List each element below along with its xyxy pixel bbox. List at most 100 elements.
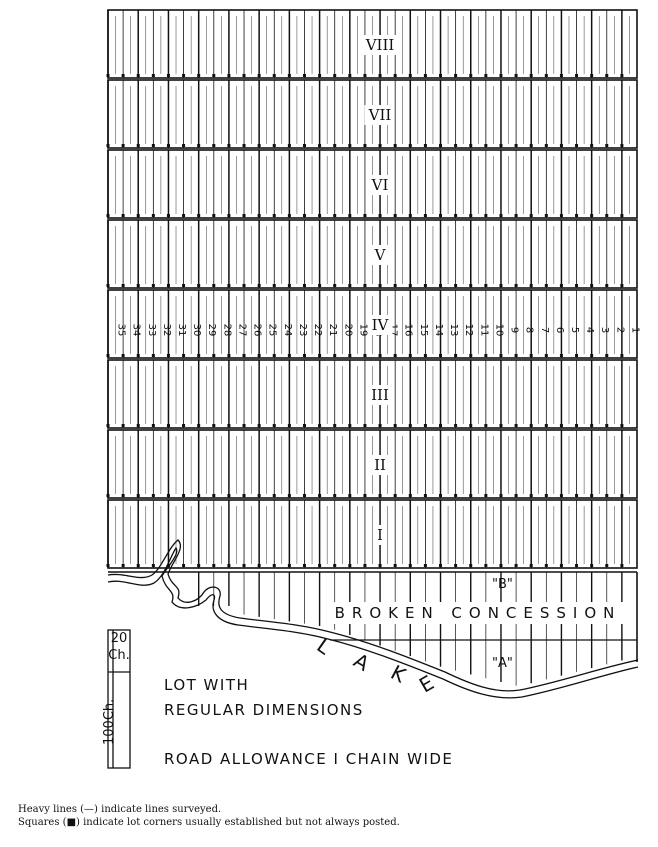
lot-corner-post bbox=[393, 354, 397, 357]
lot-number: 8 bbox=[524, 327, 535, 333]
broken-concession-mark-a: "A" bbox=[492, 656, 513, 671]
lot-corner-post bbox=[544, 494, 548, 497]
lot-corner-post bbox=[544, 564, 548, 567]
lot-corner-post bbox=[590, 74, 594, 77]
concession-band bbox=[106, 9, 638, 79]
lot-corner-post bbox=[227, 144, 231, 147]
lot-corner-post bbox=[575, 144, 579, 147]
scale-20-chains: 20 Ch. bbox=[108, 630, 130, 664]
lot-number-labels: 3534333231302928272625242322212019181716… bbox=[116, 324, 641, 337]
concession-numeral: II bbox=[374, 456, 386, 474]
lot-number: 34 bbox=[131, 324, 142, 337]
lot-corner-post bbox=[454, 564, 458, 567]
lot-corner-post bbox=[182, 564, 186, 567]
broken-concession-backdrop bbox=[330, 602, 626, 624]
lot-corner-post bbox=[302, 494, 306, 497]
lot-corner-post bbox=[242, 214, 246, 217]
lot-corner-post bbox=[106, 424, 110, 427]
lot-corner-post bbox=[363, 494, 367, 497]
lot-corner-post bbox=[121, 284, 125, 287]
lot-corner-post bbox=[559, 74, 563, 77]
lot-corner-post bbox=[454, 284, 458, 287]
lot-corner-post bbox=[197, 284, 201, 287]
lot-corner-post bbox=[590, 424, 594, 427]
lot-corner-post bbox=[166, 284, 170, 287]
lot-corner-post bbox=[348, 144, 352, 147]
lot-number: 29 bbox=[206, 324, 217, 337]
lot-corner-post bbox=[136, 284, 140, 287]
lot-corner-post bbox=[559, 354, 563, 357]
lot-corner-post bbox=[302, 564, 306, 567]
lot-corner-post bbox=[590, 494, 594, 497]
lot-corner-post bbox=[242, 424, 246, 427]
broken-concession-label: BROKEN CONCESSION bbox=[330, 602, 626, 624]
lot-corner-post bbox=[559, 424, 563, 427]
lot-number: 33 bbox=[146, 324, 157, 337]
lot-corner-post bbox=[333, 214, 337, 217]
lot-corner-post bbox=[590, 144, 594, 147]
lot-number: 21 bbox=[327, 324, 338, 337]
lot-corner-post bbox=[287, 214, 291, 217]
lot-corner-post bbox=[197, 214, 201, 217]
lot-corner-post bbox=[121, 564, 125, 567]
lot-corner-post bbox=[529, 74, 533, 77]
lot-corner-post bbox=[348, 74, 352, 77]
lot-corner-post bbox=[318, 564, 322, 567]
lot-corner-post bbox=[272, 424, 276, 427]
lot-corner-post bbox=[575, 564, 579, 567]
lot-corner-post bbox=[559, 144, 563, 147]
lot-corner-post bbox=[106, 564, 110, 567]
lot-corner-post bbox=[121, 424, 125, 427]
map-notes: Heavy lines (—) indicate lines surveyed.… bbox=[18, 803, 400, 829]
lot-corner-post bbox=[423, 284, 427, 287]
lot-corner-post bbox=[378, 564, 382, 567]
lot-corner-post bbox=[544, 284, 548, 287]
scale-bar bbox=[107, 629, 131, 769]
lot-corner-post bbox=[559, 214, 563, 217]
lot-corner-post bbox=[136, 214, 140, 217]
lot-corner-post bbox=[106, 214, 110, 217]
lot-corner-post bbox=[318, 494, 322, 497]
lot-corner-post bbox=[605, 424, 609, 427]
lot-corner-post bbox=[378, 424, 382, 427]
lot-number: 30 bbox=[191, 324, 202, 337]
lot-corner-post bbox=[484, 494, 488, 497]
lot-corner-post bbox=[333, 74, 337, 77]
lot-corner-post bbox=[499, 424, 503, 427]
lot-corner-post bbox=[514, 494, 518, 497]
lot-corner-post bbox=[212, 494, 216, 497]
lot-corner-post bbox=[106, 354, 110, 357]
lot-corner-post bbox=[484, 354, 488, 357]
lot-corner-post bbox=[257, 494, 261, 497]
lot-corner-post bbox=[257, 284, 261, 287]
lot-corner-post bbox=[529, 214, 533, 217]
lot-corner-post bbox=[499, 214, 503, 217]
lot-corner-post bbox=[575, 284, 579, 287]
lot-corner-post bbox=[590, 284, 594, 287]
lot-corner-post bbox=[151, 424, 155, 427]
lot-number: 3 bbox=[599, 327, 610, 333]
lot-corner-post bbox=[272, 354, 276, 357]
lot-corner-post bbox=[575, 354, 579, 357]
lot-corner-post bbox=[393, 144, 397, 147]
lot-corner-post bbox=[151, 74, 155, 77]
lot-corner-post bbox=[136, 564, 140, 567]
lot-corner-post bbox=[272, 74, 276, 77]
lot-corner-post bbox=[227, 494, 231, 497]
lot-corner-post bbox=[363, 424, 367, 427]
lot-number: 22 bbox=[312, 324, 323, 337]
lot-corner-post bbox=[151, 564, 155, 567]
lot-corner-post bbox=[318, 424, 322, 427]
lot-corner-post bbox=[469, 564, 473, 567]
lot-corner-post bbox=[182, 144, 186, 147]
lot-corner-post bbox=[287, 564, 291, 567]
lot-corner-post bbox=[559, 494, 563, 497]
lot-corner-post bbox=[605, 494, 609, 497]
lot-corner-post bbox=[182, 214, 186, 217]
lot-corner-post bbox=[212, 564, 216, 567]
lot-corner-post bbox=[423, 144, 427, 147]
lot-corner-post bbox=[257, 214, 261, 217]
lot-corner-post bbox=[363, 354, 367, 357]
lot-corner-post bbox=[423, 564, 427, 567]
